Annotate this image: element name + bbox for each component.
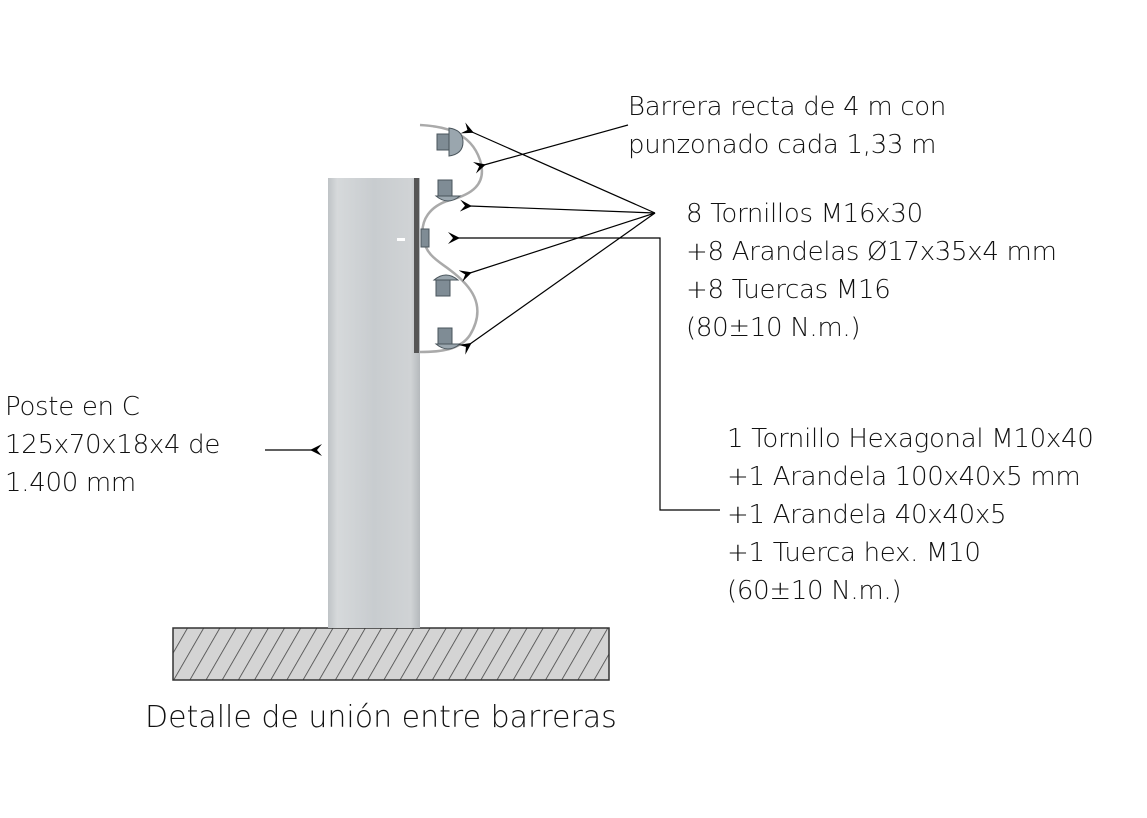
label-line: Barrera recta de 4 m con	[628, 92, 947, 122]
label-line: +8 Tuercas M16	[686, 275, 891, 305]
label-line: 1 Tornillo Hexagonal M10x40	[727, 424, 1094, 454]
caption: Detalle de unión entre barreras	[145, 700, 617, 735]
label-line: 125x70x18x4 de	[5, 430, 221, 460]
ground	[172, 627, 610, 681]
c-post	[328, 178, 420, 628]
hex-bolt-label: 1 Tornillo Hexagonal M10x40 +1 Arandela …	[727, 420, 1094, 610]
bolt-icon	[436, 127, 464, 157]
label-line: +8 Arandelas Ø17x35x4 mm	[686, 237, 1057, 267]
label-line: 8 Tornillos M16x30	[686, 199, 923, 229]
label-line: +1 Arandela 40x40x5	[727, 500, 1007, 530]
label-line: Poste en C	[5, 392, 140, 422]
post-slot	[397, 238, 405, 241]
label-line: +1 Arandela 100x40x5 mm	[727, 462, 1081, 492]
label-line: +1 Tuerca hex. M10	[727, 538, 981, 568]
bolts-label: 8 Tornillos M16x30 +8 Arandelas Ø17x35x4…	[686, 195, 1057, 347]
label-line: (60±10 N.m.)	[727, 576, 902, 606]
label-line: (80±10 N.m.)	[686, 313, 861, 343]
leader-lines	[265, 122, 720, 511]
bolt-icon	[420, 228, 430, 248]
post-flange	[414, 178, 419, 353]
bolts	[420, 127, 464, 350]
bolt-icon	[432, 274, 460, 297]
post-label: Poste en C 125x70x18x4 de 1.400 mm	[5, 388, 220, 502]
label-line: 1.400 mm	[5, 468, 136, 498]
barrier-label: Barrera recta de 4 m con punzonado cada …	[628, 88, 946, 164]
label-line: punzonado cada 1,33 m	[628, 130, 937, 160]
bolt-icon	[434, 179, 462, 202]
bolt-icon	[434, 327, 462, 350]
